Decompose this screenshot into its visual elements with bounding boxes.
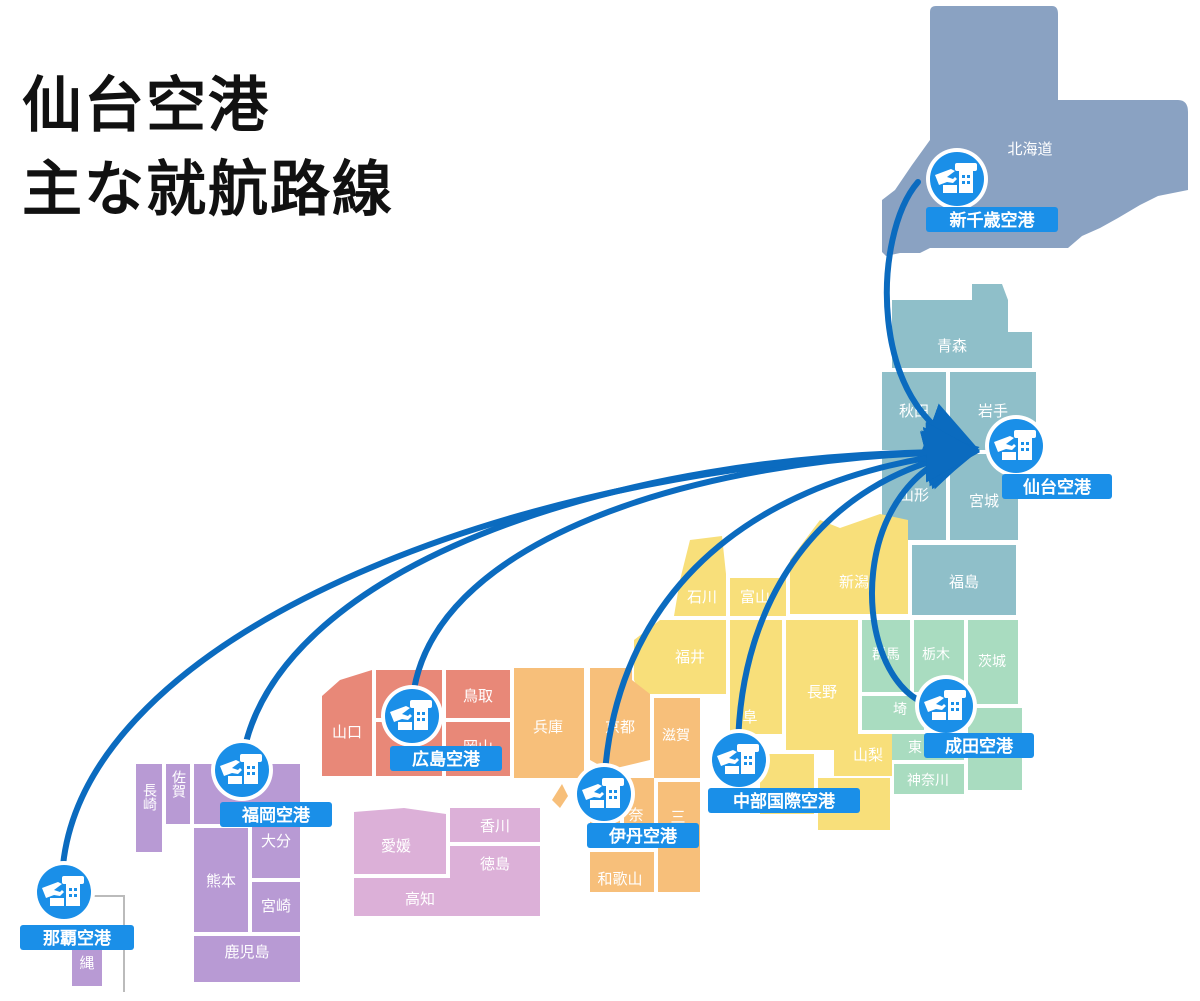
pref-kyoto: [590, 668, 650, 770]
route-chubu-sendai: [735, 430, 980, 751]
pref-label-tottori: 鳥取: [463, 687, 493, 705]
pref-hyogo: [514, 668, 584, 778]
routes: [59, 179, 980, 883]
pref-label-aomori: 青森: [937, 337, 967, 355]
airport-icon-chubu[interactable]: [708, 729, 770, 791]
pref-tottori: [446, 670, 510, 718]
svg-text:広島空港: 広島空港: [412, 749, 481, 770]
pref-label-gifu: 阜: [742, 708, 757, 726]
pref-label-tokyo: 東: [908, 740, 922, 756]
pref-label-kagoshima: 鹿児島: [224, 943, 269, 961]
pref-label-saga: 佐賀: [170, 770, 186, 798]
pref-fukushima: [912, 545, 1016, 615]
pref-label-fukui: 福井: [675, 648, 705, 666]
pref-label-wakayama: 和歌山: [597, 870, 642, 888]
pref-label-okinawa: 縄: [79, 954, 94, 972]
airport-label-new-chitose[interactable]: 新千歳空港: [926, 207, 1058, 232]
pref-yamaguchi: [322, 670, 372, 776]
airport-icon-narita[interactable]: [915, 675, 977, 737]
pref-label-ishikawa: 石川: [687, 588, 717, 606]
pref-awaji: [552, 784, 568, 808]
airport-label-naha[interactable]: 那覇空港: [20, 925, 134, 950]
pref-yamanashi: [834, 734, 892, 776]
airport-label-chubu[interactable]: 中部国際空港: [708, 788, 860, 813]
pref-label-kumamoto: 熊本: [206, 872, 236, 890]
pref-label-nagano: 長野: [807, 683, 837, 701]
pref-label-shiga: 滋賀: [662, 728, 690, 744]
pref-kochi: [354, 878, 540, 916]
airport-icon-new-chitose[interactable]: [926, 148, 988, 210]
pref-saitama: [862, 696, 924, 730]
svg-text:福岡空港: 福岡空港: [241, 805, 311, 826]
pref-miyazaki: [252, 882, 300, 932]
region-kinki: [514, 668, 700, 892]
pref-label-tokushima: 徳島: [480, 855, 510, 873]
page-title-line2: 主な就航路線: [22, 155, 394, 225]
pref-saga: [166, 764, 190, 824]
airport-icon-naha[interactable]: [33, 861, 95, 923]
pref-label-nara: 奈: [628, 806, 643, 824]
pref-tokushima: [450, 846, 540, 882]
pref-kanagawa: [894, 764, 964, 794]
pref-label-mie: 三: [670, 808, 685, 826]
pref-label-ibaraki: 茨城: [978, 654, 1006, 670]
airport-icon-itami[interactable]: [573, 763, 635, 825]
airport-icon-sendai[interactable]: [985, 415, 1047, 477]
pref-label-saitama: 埼: [893, 702, 907, 718]
svg-text:成田空港: 成田空港: [945, 736, 1014, 757]
region-shikoku: [354, 808, 540, 916]
svg-text:伊丹空港: 伊丹空港: [608, 826, 678, 847]
pref-label-hokkaido: 北海道: [1007, 140, 1052, 158]
pref-label-miyagi: 宮城: [969, 492, 999, 510]
svg-text:那覇空港: 那覇空港: [43, 928, 112, 949]
pref-ehime: [354, 808, 446, 874]
pref-fukui: [634, 620, 726, 694]
pref-niigata: [790, 514, 908, 614]
pref-label-yamaguchi: 山口: [332, 723, 362, 741]
pref-label-kagawa: 香川: [480, 817, 510, 835]
pref-label-toyama: 富山: [740, 588, 770, 606]
airport-icon-fukuoka[interactable]: [211, 739, 273, 801]
airport-label-hiroshima[interactable]: 広島空港: [390, 746, 502, 771]
pref-ishikawa: [674, 536, 726, 616]
svg-text:新千歳空港: 新千歳空港: [950, 210, 1036, 231]
pref-label-nagasaki: 長崎: [141, 783, 157, 811]
pref-label-hyogo: 兵庫: [533, 718, 563, 736]
pref-label-kochi: 高知: [405, 890, 435, 908]
route-itami-sendai: [601, 426, 980, 793]
pref-nagasaki: [136, 764, 162, 852]
svg-text:仙台空港: 仙台空港: [1023, 477, 1092, 498]
pref-label-niigata: 新潟: [839, 573, 869, 591]
pref-aomori: [892, 284, 1032, 368]
pref-label-miyazaki: 宮崎: [261, 897, 291, 915]
pref-label-ehime: 愛媛: [381, 837, 411, 855]
airport-labels: 新千歳空港 仙台空港 成田空港 中部国際空港 伊丹空港 広島空港 福岡空港 那: [20, 207, 1112, 950]
pref-label-tochigi: 栃木: [922, 647, 950, 663]
pref-label-oita: 大分: [261, 832, 291, 850]
pref-kagawa: [450, 808, 540, 842]
airport-label-fukuoka[interactable]: 福岡空港: [220, 802, 332, 827]
pref-oita: [252, 824, 300, 878]
pref-label-iwate: 岩手: [978, 402, 1008, 420]
pref-kumamoto: [194, 828, 248, 932]
pref-kagoshima: [194, 936, 300, 982]
airport-label-sendai[interactable]: 仙台空港: [1002, 474, 1112, 499]
pref-wakayama: [590, 852, 654, 892]
airport-label-itami[interactable]: 伊丹空港: [587, 823, 699, 848]
route-naha-sendai: [59, 422, 980, 883]
pref-label-fukushima: 福島: [949, 573, 979, 591]
airport-label-narita[interactable]: 成田空港: [924, 733, 1034, 758]
svg-text:中部国際空港: 中部国際空港: [733, 791, 836, 812]
pref-nagano: [786, 620, 858, 750]
page-title-line1: 仙台空港: [22, 71, 270, 141]
pref-ibaraki: [968, 620, 1018, 704]
airport-icon-hiroshima[interactable]: [381, 685, 443, 747]
pref-label-yamanashi: 山梨: [853, 746, 883, 764]
pref-shiga: [654, 698, 700, 778]
pref-label-kanagawa: 神奈川: [907, 773, 949, 789]
